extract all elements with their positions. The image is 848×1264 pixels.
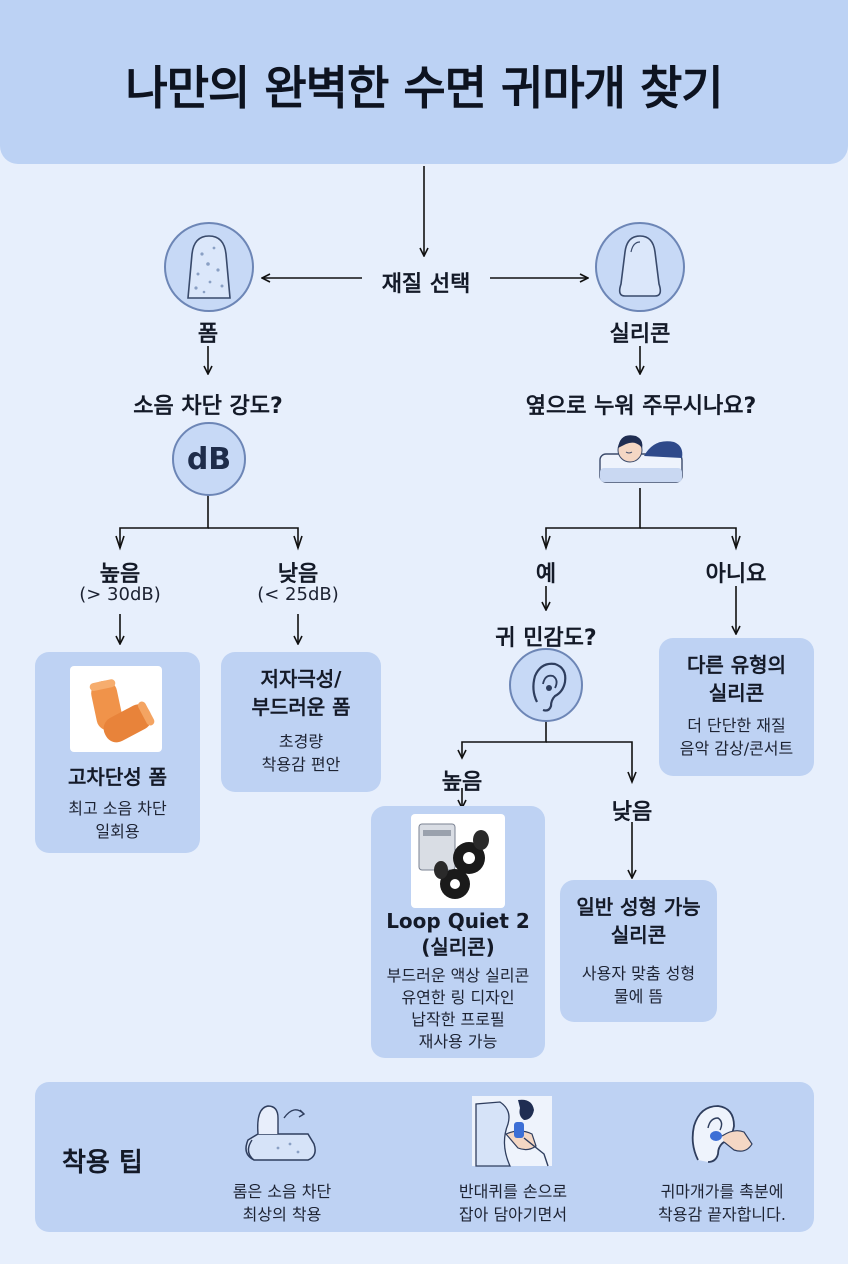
foam-roll-icon — [238, 1096, 324, 1168]
card-title: (실리콘) — [421, 935, 495, 959]
ear-low-label: 낮음 — [611, 800, 653, 825]
ear-sensitivity-question: 귀 민감도? — [495, 626, 597, 651]
foam-label: 폼 — [197, 322, 219, 347]
silicone-earplug-icon — [595, 222, 685, 312]
card-line: 납작한 프로필 — [411, 1010, 505, 1029]
page-title: 나만의 완벽한 수면 귀마개 찾기 — [125, 61, 723, 115]
card-title: 부드러운 폼 — [251, 695, 351, 719]
loop-earplug-image — [411, 814, 505, 908]
db-icon: dB — [172, 422, 246, 496]
card-line: 재사용 가능 — [418, 1032, 498, 1051]
tips-heading: 착용 팁 — [62, 1148, 143, 1178]
silicone-label: 실리콘 — [609, 322, 671, 347]
foam-earplug-icon — [164, 222, 254, 312]
card-soft-foam: 저자극성/ 부드러운 폼 초경량 착용감 편안 — [221, 652, 381, 792]
card-line: 최고 소음 차단 — [68, 799, 167, 818]
card-line: 음악 감상/콘서트 — [679, 739, 794, 758]
card-line: 초경량 — [278, 732, 324, 751]
foam-low-sub: (< 25dB) — [257, 584, 339, 605]
ear-high-label: 높음 — [441, 770, 483, 795]
card-line: 착용감 편안 — [261, 755, 341, 774]
card-title: 저자극성/ — [260, 667, 342, 691]
card-line: 부드러운 액상 실리콘 — [386, 966, 530, 985]
foam-high-sub: (> 30dB) — [79, 584, 161, 605]
sleeping-person-icon — [596, 418, 686, 488]
card-title: 고차단성 폼 — [68, 765, 167, 789]
tips-panel — [35, 1082, 814, 1232]
card-high-block-foam: 고차단성 폼 최고 소음 차단 일회용 — [35, 652, 200, 853]
tip-step-2-l2: 잡아 담아기면서 — [458, 1205, 568, 1224]
card-title: 실리콘 — [610, 923, 667, 947]
card-other-silicone: 다른 유형의 실리콘 더 단단한 재질 음악 감상/콘서트 — [659, 638, 814, 776]
card-line: 일회용 — [95, 822, 140, 841]
tip-step-3-l1: 귀마개가를 촉분에 — [660, 1182, 784, 1201]
insert-earplug-icon — [682, 1096, 762, 1168]
foam-high-label: 높음 — [99, 562, 141, 587]
ear-icon — [509, 648, 583, 722]
tip-step-1-l2: 최상의 착용 — [242, 1205, 322, 1224]
card-line: 더 단단한 재질 — [687, 716, 786, 735]
noise-block-question: 소음 차단 강도? — [133, 394, 283, 419]
card-line: 유연한 링 디자인 — [401, 988, 515, 1007]
card-loop-quiet-2: Loop Quiet 2 (실리콘) 부드러운 액상 실리콘 유연한 링 디자인… — [371, 806, 545, 1058]
no-label: 아니요 — [705, 562, 767, 587]
pull-ear-icon — [470, 1094, 554, 1168]
foam-low-label: 낮음 — [277, 562, 319, 587]
card-title: 다른 유형의 — [687, 653, 786, 677]
card-title: 일반 성형 가능 — [576, 895, 701, 919]
card-title: 실리콘 — [708, 681, 765, 705]
tip-step-3-l2: 착용감 끝자합니다. — [658, 1205, 786, 1224]
tip-step-1-l1: 롬은 소음 차단 — [232, 1182, 332, 1201]
tip-step-2-l1: 반대퀴를 손으로 — [458, 1182, 568, 1201]
title-banner — [0, 0, 848, 164]
card-line: 사용자 맞춤 성형 — [581, 964, 696, 983]
card-line: 물에 뜸 — [613, 987, 664, 1006]
material-question: 재질 선택 — [381, 272, 471, 297]
card-moldable-silicone: 일반 성형 가능 실리콘 사용자 맞춤 성형 물에 뜸 — [560, 880, 717, 1022]
orange-foam-earplug-image — [70, 666, 162, 752]
side-sleeper-question: 옆으로 누워 주무시나요? — [525, 394, 757, 419]
yes-label: 예 — [535, 562, 557, 587]
card-title: Loop Quiet 2 — [386, 909, 530, 933]
